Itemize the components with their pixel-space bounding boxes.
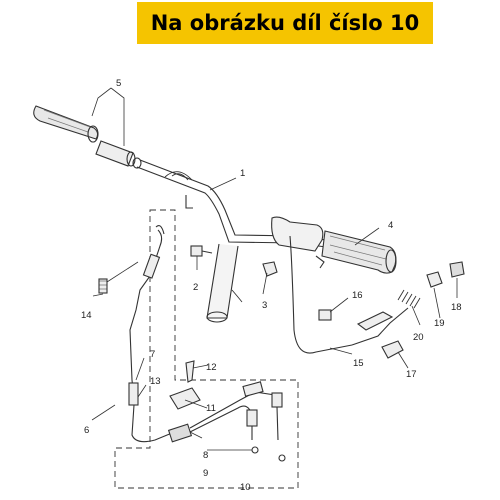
label-part-19: 19 [434,318,445,329]
label-part-8: 8 [203,450,208,461]
plate-11 [169,387,201,410]
label-part-6: 6 [84,425,89,436]
washer-9 [251,446,259,454]
part-labels: 5 1 4 2 3 14 7 13 12 11 6 8 9 10 16 15 1… [81,78,462,493]
grip-end [95,140,136,167]
cable-spring [397,289,421,309]
handlebar [132,157,327,323]
label-part-7: 7 [150,349,155,360]
label-part-2: 2 [193,282,198,293]
left-grip [33,105,99,143]
leader-lines [91,87,458,451]
label-part-15: 15 [353,358,364,369]
label-part-12: 12 [206,362,217,373]
label-part-14: 14 [81,310,92,321]
brake-cable [128,225,283,443]
clip-16 [318,309,332,321]
screw-14 [98,278,108,294]
clip-17 [381,340,404,359]
label-part-16: 16 [352,290,363,301]
label-part-3: 3 [262,300,267,311]
part-12 [185,360,195,383]
banner-text: Na obrázku díl číslo 10 [150,11,420,35]
label-part-5: 5 [116,78,121,89]
cap-18 [449,261,465,278]
label-part-20: 20 [413,332,424,343]
label-part-18: 18 [451,302,462,313]
label-part-1: 1 [240,168,245,179]
cable-end-19 [426,271,443,288]
label-part-11: 11 [206,403,216,414]
label-part-4: 4 [388,220,393,231]
cable-assembly-box [114,209,299,489]
bolt-2 [190,245,213,257]
label-part-10: 10 [240,482,251,493]
nut-3 [262,261,278,277]
label-part-13: 13 [150,376,161,387]
title-banner: Na obrázku díl číslo 10 [137,2,433,44]
label-part-17: 17 [406,369,417,380]
throttle-cable [289,235,409,354]
label-part-9: 9 [203,468,208,479]
washer-10 [278,454,286,462]
